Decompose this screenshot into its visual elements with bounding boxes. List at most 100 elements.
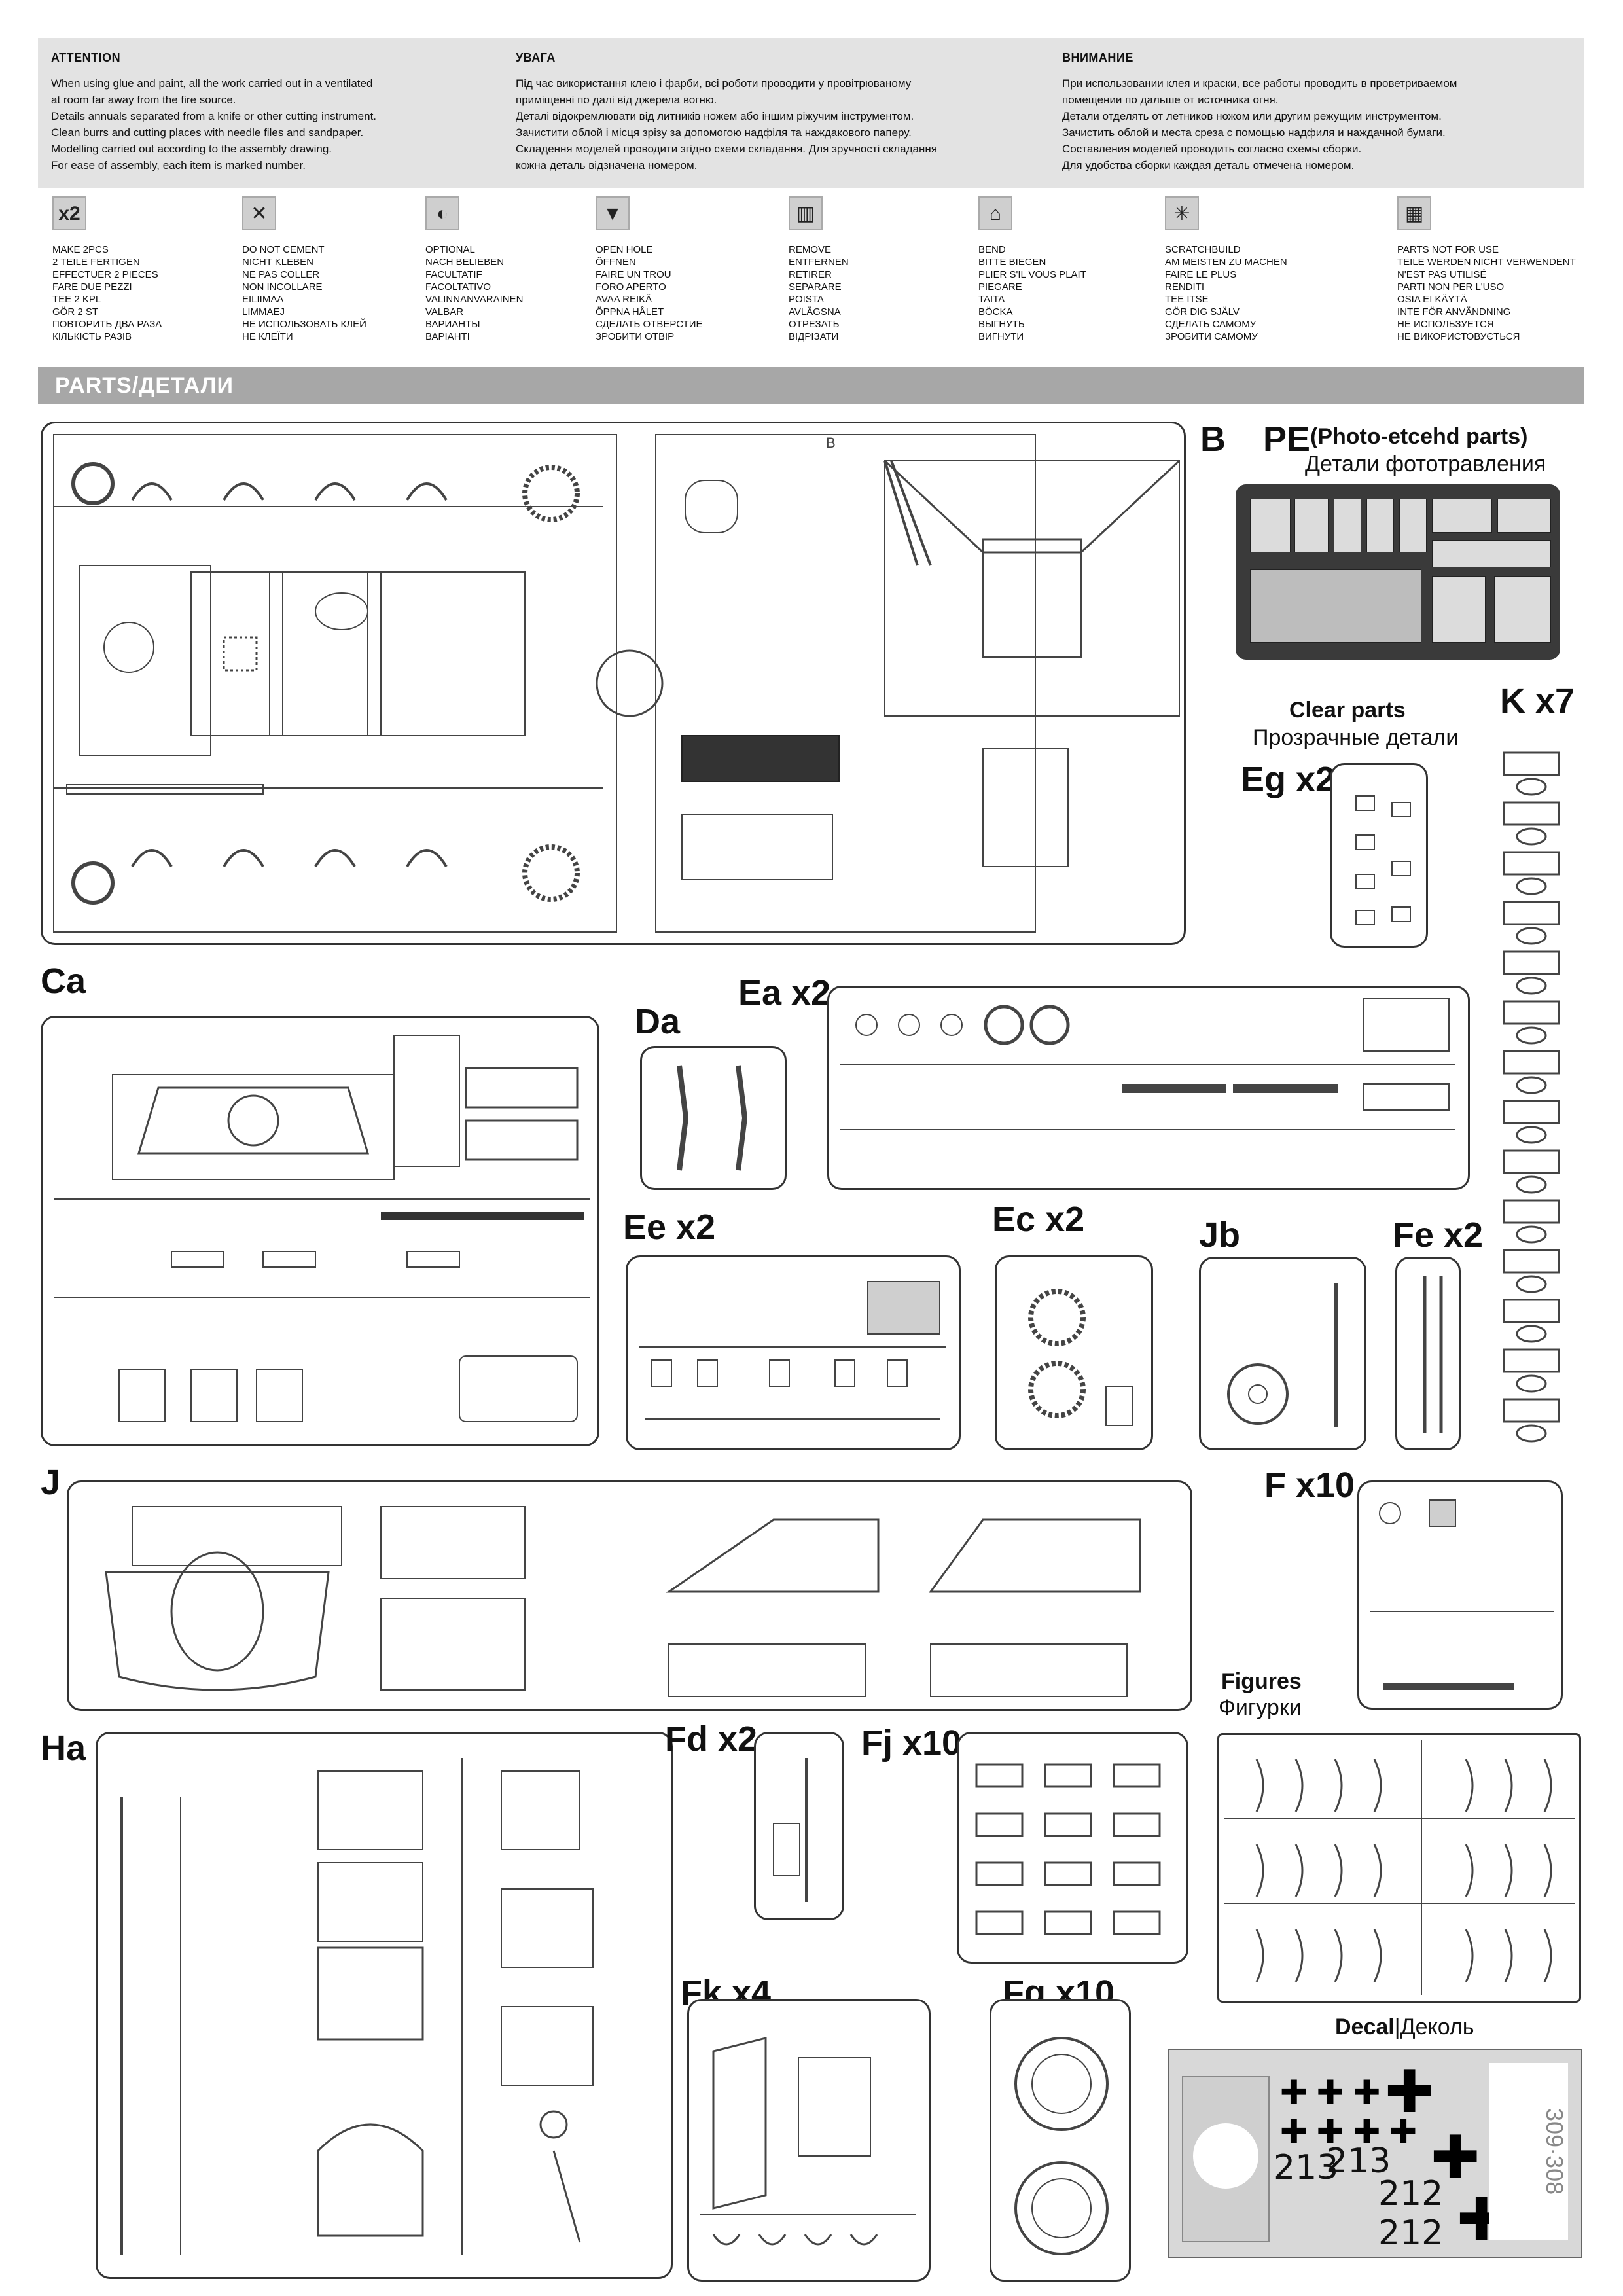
legend-line: TAITA xyxy=(978,294,1005,305)
sprue-fk-drawing xyxy=(700,2037,916,2246)
figures-title: Figures xyxy=(1221,1669,1302,1694)
legend-line: EFFECTUER 2 PIECES xyxy=(52,269,158,280)
sprue-figures-drawing xyxy=(1224,1740,1575,1995)
legend-line: ENTFERNEN xyxy=(789,257,849,268)
attention-banner: ATTENTION When using glue and paint, all… xyxy=(38,38,1584,188)
sprue-ha-label: Ha xyxy=(41,1729,86,1768)
attention-ua-line: Складення моделей проводити згідно схеми… xyxy=(516,143,937,155)
not-for-use-icon: ▦ xyxy=(1397,196,1431,230)
legend-line: LIMMAEJ xyxy=(242,306,285,317)
sprue-ee-drawing xyxy=(639,1281,946,1420)
pe-part xyxy=(1250,499,1291,552)
sprue-fe-label: Fe x2 xyxy=(1393,1215,1484,1255)
track-link xyxy=(975,1861,1024,1886)
decal-number: 212 xyxy=(1378,2174,1444,2214)
track-link xyxy=(1503,901,1560,945)
sprue-fg-drawing xyxy=(1014,2037,1109,2255)
track-link xyxy=(1503,1149,1560,1194)
sprue-ec-drawing xyxy=(1028,1289,1133,1426)
legend-line: FACULTATIF xyxy=(425,269,482,280)
legend-line: BÖCKA xyxy=(978,306,1013,317)
legend-line: ПОВТОРИТЬ ДВА РАЗА xyxy=(52,319,162,330)
legend-line: НЕ ИСПОЛЬЗОВАТЬ КЛЕЙ xyxy=(242,319,366,330)
clear-parts-title: Clear parts xyxy=(1289,698,1406,723)
sprue-eg-drawing xyxy=(1355,795,1411,925)
balkenkreuz-decal: ✚ ✚ ✚ xyxy=(1280,2074,1381,2111)
sprue-fe-drawing xyxy=(1423,1276,1443,1433)
track-link xyxy=(1113,1763,1161,1788)
legend-line: AVAA REIKÄ xyxy=(596,294,652,305)
attention-ru: ВНИМАНИЕ При использовании клея и краски… xyxy=(1062,50,1573,173)
legend-line: ЗРОБИТИ САМОМУ xyxy=(1165,331,1258,342)
legend-line: OSIA EI KÄYTÄ xyxy=(1397,294,1467,305)
attention-en-line: For ease of assembly, each item is marke… xyxy=(51,159,306,171)
pe-part xyxy=(1366,499,1394,552)
legend-line: BITTE BIEGEN xyxy=(978,257,1046,268)
legend-line: СДЕЛАТЬ ОТВЕРСТИЕ xyxy=(596,319,703,330)
legend-line: FAIRE LE PLUS xyxy=(1165,269,1237,280)
sprue-j-label: J xyxy=(41,1463,61,1502)
track-link xyxy=(1044,1763,1092,1788)
legend-line: СДЕЛАТЬ САМОМУ xyxy=(1165,319,1257,330)
legend-line: RENDITI xyxy=(1165,281,1204,293)
legend-line: NACH BELIEBEN xyxy=(425,257,505,268)
sprue-ea-drawing xyxy=(840,998,1455,1130)
sprue-b-drawing: B xyxy=(53,434,1181,933)
attention-ru-line: Для удобства сборки каждая деталь отмече… xyxy=(1062,159,1355,171)
sprue-da-label: Da xyxy=(635,1002,681,1041)
pe-part xyxy=(1250,569,1421,643)
sprue-fd-drawing xyxy=(773,1758,808,1902)
legend-line: MAKE 2pcs xyxy=(52,244,109,255)
legend-line: VALBAR xyxy=(425,306,464,317)
optional-icon: ◐ xyxy=(425,196,459,230)
legend-line: POISTA xyxy=(789,294,824,305)
bend-icon: ⌂ xyxy=(978,196,1012,230)
legend-line: 2 TEILE FERTIGEN xyxy=(52,257,140,268)
decal-title-ru: |Деколь xyxy=(1394,2015,1474,2039)
legend-line: PLIER S'IL VOUS PLAIT xyxy=(978,269,1086,280)
legend-line: OPTIONAL xyxy=(425,244,475,255)
legend-line: AVLÄGSNA xyxy=(789,306,841,317)
attention-en-line: Modelling carried out according to the a… xyxy=(51,143,332,155)
pe-part xyxy=(1294,499,1329,552)
sprue-fj-drawing xyxy=(975,1763,1161,1935)
pe-part xyxy=(1432,499,1492,533)
legend-line: PARTS NOT FOR USE xyxy=(1397,244,1499,255)
legend-line: ВИГНУТИ xyxy=(978,331,1024,342)
legend-line: VALINNANVARAINEN xyxy=(425,294,524,305)
legend-line: EILIIMAA xyxy=(242,294,284,305)
track-k-label: K x7 xyxy=(1500,681,1575,721)
track-link xyxy=(1503,1398,1560,1443)
attention-ru-line: Составления моделей проводить согласно с… xyxy=(1062,143,1362,155)
sprue-ca-drawing xyxy=(54,1035,590,1422)
sprue-fg xyxy=(990,1999,1131,2282)
sprue-f-label: F x10 xyxy=(1264,1465,1355,1505)
sprue-da-drawing xyxy=(677,1065,748,1171)
sprue-ec xyxy=(995,1255,1153,1450)
legend-line: GÖR 2 ST xyxy=(52,306,99,317)
pe-subtitle: (Photo-etcehd parts) xyxy=(1310,424,1528,449)
legend-line: ВІДРІЗАТИ xyxy=(789,331,839,342)
attention-en-line: Details annuals separated from a knife o… xyxy=(51,110,377,122)
sprue-ha-drawing xyxy=(120,1758,594,2255)
make-two-icon: x2 xyxy=(52,196,86,230)
legend-line: ÖPPNA HÅLET xyxy=(596,306,664,317)
pe-part xyxy=(1399,499,1427,552)
sprue-ec-label: Ec x2 xyxy=(992,1200,1085,1239)
legend-line: ЗРОБИТИ ОТВІР xyxy=(596,331,675,342)
pe-fret xyxy=(1236,484,1560,660)
sprue-f-drawing xyxy=(1370,1499,1554,1690)
legend-line: НЕ КЛЕЇТИ xyxy=(242,331,293,342)
track-link xyxy=(1044,1910,1092,1935)
decal-white-panel xyxy=(1182,2076,1270,2242)
attention-ru-line: помещении по дальше от источника огня. xyxy=(1062,94,1279,106)
sprue-eg-label: Eg x2 xyxy=(1241,760,1336,799)
legend-line: FORO APERTO xyxy=(596,281,666,293)
balkenkreuz-decal: ✚ xyxy=(1431,2125,1480,2191)
legend-line: OPEN HOLE xyxy=(596,244,653,255)
legend-line: ВЫГНУТЬ xyxy=(978,319,1025,330)
